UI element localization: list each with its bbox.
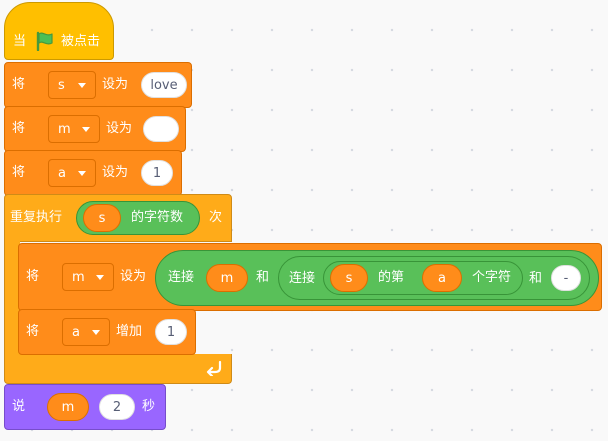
value-text: 2 bbox=[112, 399, 122, 415]
set-verb-label: 将 bbox=[12, 77, 26, 92]
value-text: 1 bbox=[166, 324, 176, 340]
repeat-label: 重复执行 bbox=[10, 210, 63, 225]
value-input[interactable]: 1 bbox=[141, 160, 173, 186]
set-variable-block-m[interactable]: 将 m 设为 bbox=[4, 106, 186, 152]
when-flag-clicked-block[interactable]: 当 被点击 bbox=[4, 2, 114, 60]
variable-dropdown-a[interactable]: a bbox=[62, 318, 110, 346]
variable-reporter-s[interactable]: s bbox=[83, 204, 121, 232]
join-and-label: 和 bbox=[256, 270, 270, 285]
change-variable-block-a[interactable]: 将 a 增加 1 bbox=[18, 309, 196, 355]
set-verb-label: 将 bbox=[12, 121, 26, 136]
set-to-label: 设为 bbox=[106, 121, 133, 136]
change-verb-label: 将 bbox=[26, 324, 40, 339]
join-reporter-inner[interactable]: 连接 s 的第 a 个字符 和 - bbox=[278, 256, 590, 300]
repeat-arm bbox=[4, 240, 20, 380]
variable-name: a bbox=[438, 270, 446, 286]
repeat-bottom-bar bbox=[4, 354, 232, 384]
dropdown-caret-icon bbox=[78, 83, 86, 88]
variable-dropdown-s[interactable]: s bbox=[48, 71, 96, 99]
length-of-label: 的字符数 bbox=[131, 210, 184, 225]
value-input[interactable] bbox=[143, 116, 179, 142]
repeat-block[interactable]: 重复执行 s 的字符数 次 bbox=[4, 194, 232, 384]
value-input[interactable]: 1 bbox=[155, 319, 187, 345]
variable-name: m bbox=[72, 269, 85, 285]
variable-name: m bbox=[61, 399, 75, 415]
set-variable-block-m-inner[interactable]: 将 m 设为 连接 m 和 连接 s 的第 a 个字符 和 bbox=[18, 243, 602, 311]
variable-dropdown-a[interactable]: a bbox=[48, 159, 96, 187]
repeat-times-label: 次 bbox=[209, 210, 223, 225]
variable-name: a bbox=[58, 165, 66, 181]
change-by-label: 增加 bbox=[116, 324, 143, 339]
value-text: love bbox=[150, 77, 178, 93]
variable-reporter-m[interactable]: m bbox=[206, 264, 248, 292]
variable-reporter-s[interactable]: s bbox=[330, 264, 368, 292]
letter-of-reporter[interactable]: s 的第 a 个字符 bbox=[323, 261, 523, 295]
dropdown-caret-icon bbox=[92, 330, 100, 335]
set-verb-label: 将 bbox=[26, 269, 40, 284]
variable-dropdown-m[interactable]: m bbox=[62, 263, 114, 291]
join-right-input[interactable]: - bbox=[551, 265, 581, 291]
set-to-label: 设为 bbox=[120, 269, 147, 284]
say-for-secs-block[interactable]: 说 m 2 秒 bbox=[4, 384, 166, 430]
join-reporter-outer[interactable]: 连接 m 和 连接 s 的第 a 个字符 和 - bbox=[155, 250, 599, 306]
letter-char-label: 个字符 bbox=[472, 270, 512, 285]
join-label: 连接 bbox=[168, 270, 195, 285]
variable-name: m bbox=[58, 121, 71, 137]
variable-dropdown-m[interactable]: m bbox=[48, 115, 100, 143]
variable-name: s bbox=[98, 210, 106, 226]
join-label: 连接 bbox=[289, 271, 316, 286]
loop-arrow-icon bbox=[206, 360, 222, 376]
variable-reporter-m[interactable]: m bbox=[47, 393, 89, 421]
value-text: 1 bbox=[152, 165, 162, 181]
say-verb-label: 说 bbox=[12, 399, 26, 414]
set-variable-block-s[interactable]: 将 s 设为 love bbox=[4, 62, 192, 108]
set-variable-block-a[interactable]: 将 a 设为 1 bbox=[4, 150, 182, 196]
letter-nth-label: 的第 bbox=[378, 270, 405, 285]
seconds-input[interactable]: 2 bbox=[99, 394, 135, 420]
variable-name: m bbox=[220, 270, 234, 286]
green-flag-icon bbox=[36, 31, 53, 51]
set-to-label: 设为 bbox=[102, 165, 129, 180]
length-of-reporter[interactable]: s 的字符数 bbox=[76, 201, 200, 235]
dropdown-caret-icon bbox=[78, 171, 86, 176]
dropdown-caret-icon bbox=[82, 127, 90, 132]
set-to-label: 设为 bbox=[102, 77, 129, 92]
dropdown-caret-icon bbox=[96, 275, 104, 280]
variable-name: a bbox=[72, 324, 80, 340]
variable-name: s bbox=[345, 270, 353, 286]
join-and-label: 和 bbox=[529, 271, 543, 286]
variable-reporter-a[interactable]: a bbox=[422, 264, 462, 292]
set-verb-label: 将 bbox=[12, 165, 26, 180]
hat-clicked-label: 被点击 bbox=[61, 34, 101, 49]
value-input[interactable]: love bbox=[141, 72, 187, 98]
value-text: - bbox=[563, 270, 569, 286]
seconds-unit-label: 秒 bbox=[142, 399, 156, 414]
hat-when-label: 当 bbox=[13, 34, 27, 49]
variable-name: s bbox=[58, 77, 65, 93]
